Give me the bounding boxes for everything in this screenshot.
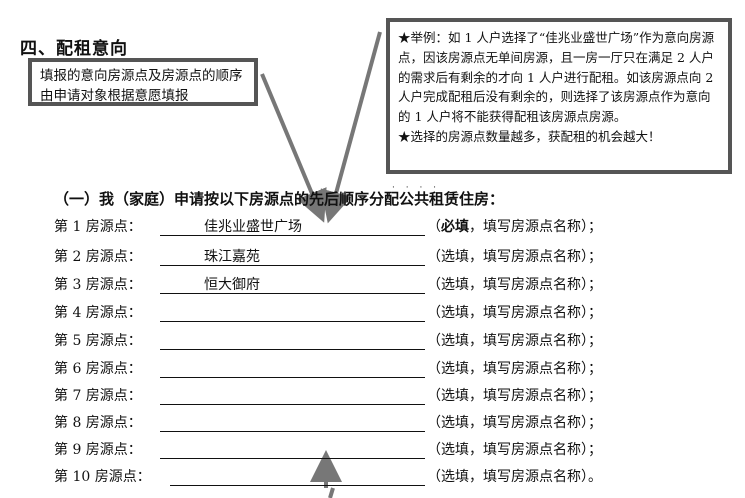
row-label: 第 9 房源点：	[54, 442, 142, 458]
row-label: 第 5 房源点：	[54, 333, 142, 349]
row-note-pre: （	[427, 219, 441, 235]
row-note: （选填，填写房源点名称）；	[427, 333, 602, 349]
note-box-right: ★举例：如 1 人户选择了“佳兆业盛世广场”作为意向房源点，因该房源点无单间房源…	[386, 18, 732, 174]
section-title: 四、配租意向	[20, 39, 128, 59]
housing-choice-row: 第 1 房源点： 佳兆业盛世广场 （必填，填写房源点名称）；	[54, 216, 694, 238]
blank-line[interactable]	[160, 330, 425, 350]
row-note-post: ，填写房源点名称）；	[469, 219, 602, 235]
row-note: （选填，填写房源点名称）；	[427, 415, 602, 431]
blank-line[interactable]	[160, 246, 425, 266]
row-note: （选填，填写房源点名称）；	[427, 442, 602, 458]
housing-choice-row: 第 6 房源点： （选填，填写房源点名称）；	[54, 358, 694, 380]
blank-line[interactable]	[160, 358, 425, 378]
row-label: 第 4 房源点：	[54, 305, 142, 321]
row-label: 第 8 房源点：	[54, 415, 142, 431]
note-box-left: 填报的意向房源点及房源点的顺序由申请对象根据意愿填报	[28, 58, 258, 106]
row-label: 第 6 房源点：	[54, 361, 142, 377]
blank-line[interactable]	[160, 439, 425, 459]
blank-line[interactable]	[160, 274, 425, 294]
blank-line[interactable]	[170, 466, 425, 486]
blank-line[interactable]	[160, 385, 425, 405]
housing-choice-row: 第 4 房源点： （选填，填写房源点名称）；	[54, 302, 694, 324]
housing-name-value[interactable]: 恒大御府	[204, 277, 260, 293]
housing-choice-row: 第 9 房源点： （选填，填写房源点名称）；	[54, 439, 694, 461]
note-example-text: ★举例：如 1 人户选择了“佳兆业盛世广场”作为意向房源点，因该房源点无单间房源…	[398, 30, 715, 125]
row-label: 第 1 房源点：	[54, 219, 142, 235]
blank-line[interactable]	[160, 302, 425, 322]
note-tip-text: ★选择的房源点数量越多，获配租的机会越大！	[398, 128, 661, 144]
row-note: （选填，填写房源点名称）；	[427, 249, 602, 265]
housing-choice-row: 第 2 房源点： 珠江嘉苑 （选填，填写房源点名称）；	[54, 246, 694, 268]
row-note: （选填，填写房源点名称）；	[427, 388, 602, 404]
dotted-marks: · · · ·	[392, 183, 441, 193]
housing-choice-row: 第 3 房源点： 恒大御府 （选填，填写房源点名称）；	[54, 274, 694, 296]
blank-line[interactable]	[160, 412, 425, 432]
row-label: 第 3 房源点：	[54, 277, 142, 293]
callout-arrow-left	[260, 73, 327, 223]
required-mark: 必填	[441, 219, 469, 235]
row-note: （选填，填写房源点名称）。	[427, 469, 602, 485]
housing-choice-row: 第 8 房源点： （选填，填写房源点名称）；	[54, 412, 694, 434]
callout-arrow-bottom-tail	[328, 487, 335, 498]
row-label: 第 7 房源点：	[54, 388, 142, 404]
note-left-text: 填报的意向房源点及房源点的顺序由申请对象根据意愿填报	[40, 68, 243, 104]
housing-name-value[interactable]: 珠江嘉苑	[204, 249, 260, 265]
callout-arrow-right	[320, 31, 382, 224]
blank-line[interactable]	[160, 216, 425, 236]
row-note: （选填，填写房源点名称）；	[427, 277, 602, 293]
housing-choice-row: 第 5 房源点： （选填，填写房源点名称）；	[54, 330, 694, 352]
housing-choice-row: 第 7 房源点： （选填，填写房源点名称）；	[54, 385, 694, 407]
row-note: （选填，填写房源点名称）；	[427, 305, 602, 321]
row-label: 第 2 房源点：	[54, 249, 142, 265]
row-note: （必填，填写房源点名称）；	[427, 216, 602, 236]
row-label: 第 10 房源点：	[54, 469, 151, 485]
application-heading: （一）我（家庭）申请按以下房源点的先后顺序分配公共租赁住房：	[54, 190, 505, 208]
housing-name-value[interactable]: 佳兆业盛世广场	[204, 219, 302, 235]
housing-choice-row: 第 10 房源点： （选填，填写房源点名称）。	[54, 466, 694, 488]
row-note: （选填，填写房源点名称）；	[427, 361, 602, 377]
